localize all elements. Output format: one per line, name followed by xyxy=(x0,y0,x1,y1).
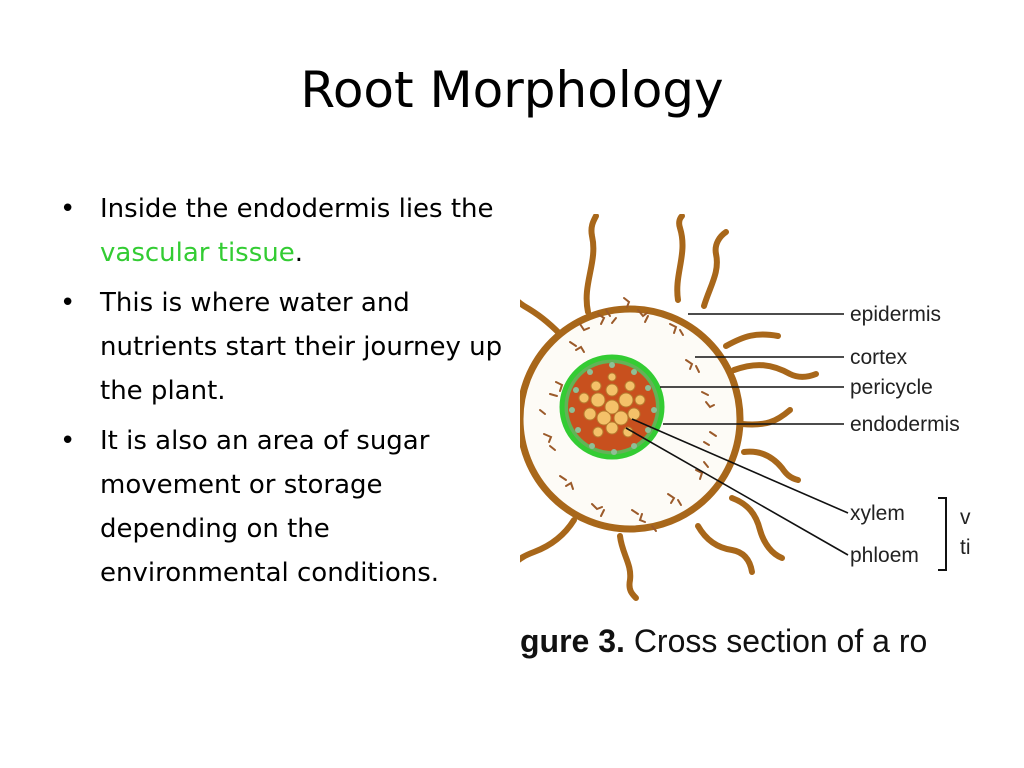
vascular-bracket xyxy=(938,497,947,571)
cortex-cell-markings xyxy=(539,297,717,532)
bullet-item-2: This is where water and nutrients start … xyxy=(58,281,508,413)
bullet-1-text-before: Inside the endodermis lies the xyxy=(100,194,494,224)
bullet-list: Inside the endodermis lies the vascular … xyxy=(58,187,508,601)
slide-title: Root Morphology xyxy=(300,61,724,119)
caption-rest: Cross section of a ro xyxy=(625,623,927,659)
xylem-cells xyxy=(578,372,646,438)
vascular-tissue-highlight: vascular tissue xyxy=(100,238,295,268)
caption-bold: gure 3. xyxy=(520,623,625,659)
label-phloem: phloem xyxy=(850,544,919,567)
root-hairs xyxy=(520,214,819,601)
pericycle-dots xyxy=(569,362,657,455)
bracket-label-line1: v xyxy=(960,506,971,529)
bullet-1-text-after: . xyxy=(294,238,303,268)
bullet-2-text: This is where water and nutrients start … xyxy=(100,288,503,406)
label-xylem: xylem xyxy=(850,502,905,525)
vascular-cylinder xyxy=(559,354,665,460)
root-cross-section-figure: epidermis cortex pericycle endodermis xy… xyxy=(520,214,972,670)
bullet-item-1: Inside the endodermis lies the vascular … xyxy=(58,187,508,275)
root-diagram-svg: epidermis cortex pericycle endodermis xy… xyxy=(520,214,971,659)
bullet-item-3: It is also an area of sugar movement or … xyxy=(58,419,508,595)
label-leader-lines xyxy=(625,313,849,556)
label-cortex: cortex xyxy=(850,346,908,369)
label-pericycle: pericycle xyxy=(850,376,933,399)
label-endodermis: endodermis xyxy=(850,413,960,436)
bullet-3-text: It is also an area of sugar movement or … xyxy=(100,426,440,588)
bracket-label-line2: ti xyxy=(960,536,971,559)
figure-caption: gure 3. Cross section of a ro xyxy=(520,623,927,659)
label-epidermis: epidermis xyxy=(850,303,941,326)
